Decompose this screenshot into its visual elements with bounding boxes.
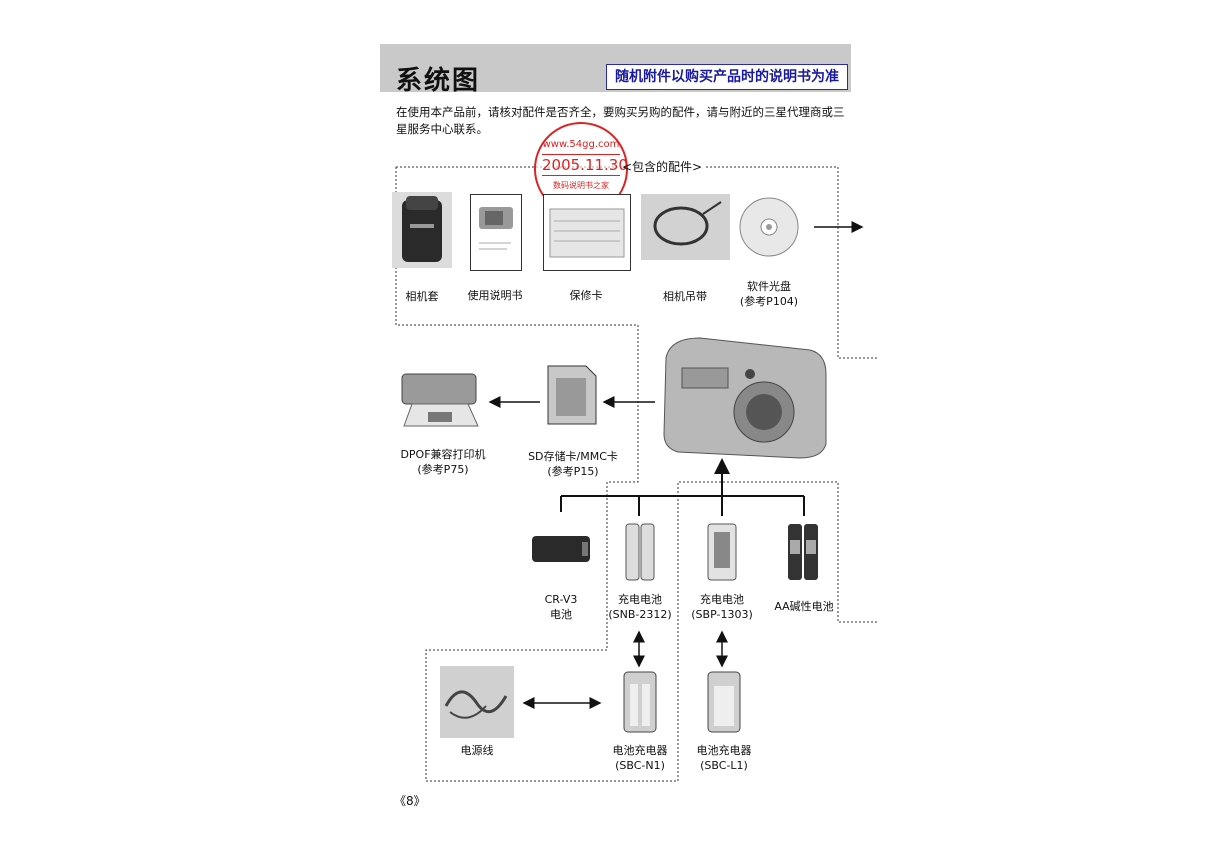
camera-image (660, 334, 828, 460)
page-title: 系统图 (396, 66, 481, 96)
cd-sub: (参考P104) (739, 295, 799, 308)
snb-label: 充电电池 (618, 593, 662, 606)
crv3-label: CR-V3 (544, 593, 578, 606)
sbc-n1-charger-image (622, 670, 658, 734)
sbp-sub: (SBP-1303) (691, 608, 753, 621)
stamp-date: 2005.11.30 (542, 154, 628, 176)
sbp-battery-image (706, 520, 738, 582)
power-cord-image (440, 666, 514, 738)
sd-card-label: SD存储卡/MMC卡 (528, 450, 618, 463)
sbc-n1-label: 电池充电器 (612, 744, 668, 757)
sbp-label: 充电电池 (700, 593, 744, 606)
cd-label: 软件光盘 (747, 280, 791, 293)
sbc-l1-sub: (SBC-L1) (700, 759, 748, 772)
printer-label: DPOF兼容打印机 (400, 448, 486, 461)
camera-case-image (392, 192, 452, 268)
software-cd-image (738, 196, 800, 258)
snb-sub: (SNB-2312) (608, 608, 672, 621)
sbc-l1-charger-image (706, 670, 742, 734)
power-cord-label: 电源线 (460, 744, 494, 757)
printer-image (398, 360, 482, 432)
page-number: 《8》 (394, 794, 426, 808)
crv3-battery-image (530, 532, 592, 566)
manual-label: 使用说明书 (467, 289, 523, 302)
sbc-n1-sub: (SBC-N1) (615, 759, 665, 772)
strap-image (641, 194, 730, 260)
included-label: <包含的配件> (622, 160, 703, 174)
sbc-l1-label: 电池充电器 (696, 744, 752, 757)
notice-box: 随机附件以购买产品时的说明书为准 (606, 64, 848, 90)
aa-battery-image (786, 520, 820, 582)
sd-card-image (546, 364, 598, 426)
stamp-url: www.54gg.com (542, 139, 620, 150)
warranty-label: 保修卡 (569, 289, 603, 302)
case-label: 相机套 (405, 290, 439, 303)
warranty-card-image (543, 194, 631, 271)
crv3-sub: 电池 (550, 608, 572, 621)
intro-text: 在使用本产品前，请核对配件是否齐全，要购买另购的配件，请与附近的三星代理商或三星… (396, 105, 845, 136)
sd-card-sub: (参考P15) (547, 465, 599, 478)
manual-image (470, 194, 522, 271)
printer-sub: (参考P75) (417, 463, 469, 476)
snb-battery-image (624, 520, 656, 582)
stamp-site: 数码说明书之家 (553, 181, 609, 190)
aa-label: AA碱性电池 (774, 600, 834, 613)
strap-label: 相机吊带 (663, 290, 707, 303)
